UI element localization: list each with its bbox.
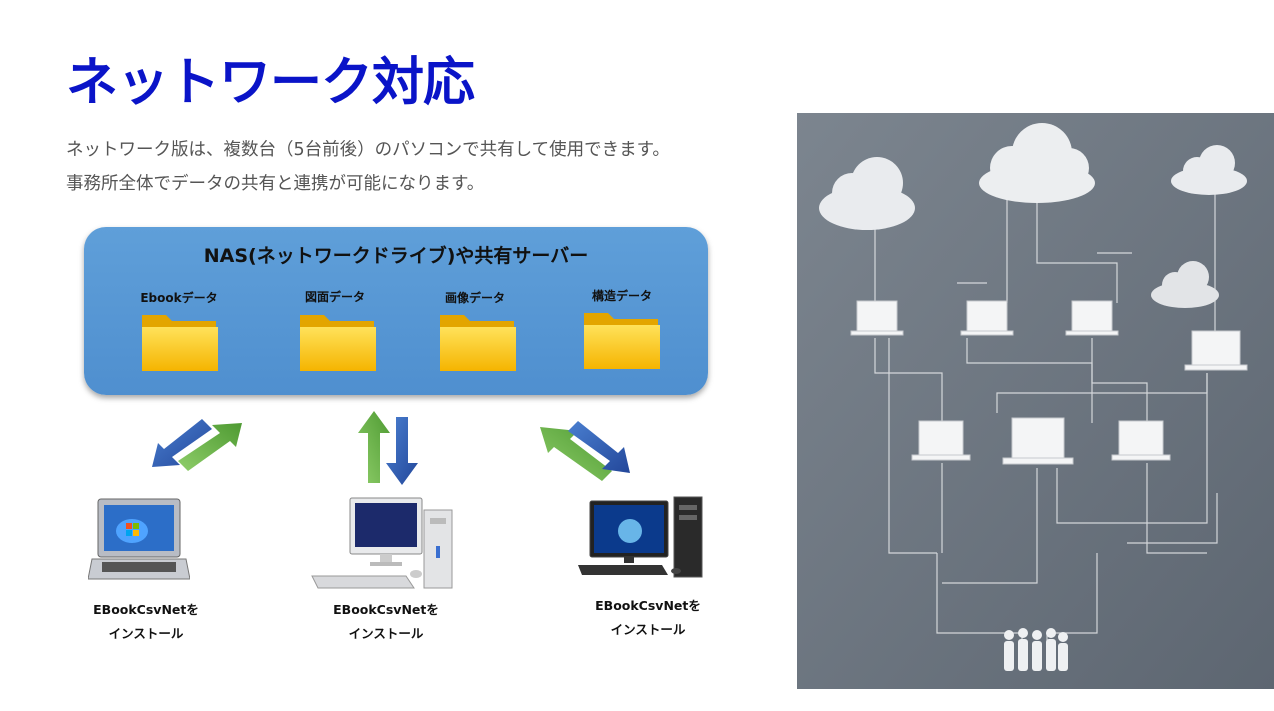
folder-icon[interactable] — [140, 309, 220, 375]
arrow-down-left-icon — [152, 419, 212, 467]
folder-label-image: 画像データ — [444, 291, 505, 305]
laptop-icon — [850, 300, 904, 336]
description-line-1: ネットワーク版は、複数台（5台前後）のパソコンで共有して使用できます。 — [66, 140, 670, 160]
client-install-text: インストール — [348, 626, 424, 641]
cloud-icon — [819, 157, 915, 230]
people-group-icon — [1004, 628, 1068, 671]
folder-icon[interactable] — [582, 307, 662, 373]
arrow-up-icon — [358, 411, 390, 483]
laptop-icon — [1111, 420, 1171, 461]
laptop-icon — [960, 300, 1014, 336]
cloud-icon — [1151, 261, 1219, 308]
client-install-text: インストール — [108, 626, 184, 641]
cloud-icon — [979, 123, 1095, 203]
laptop-icon — [1002, 417, 1074, 465]
client-software-name: EBookCsvNetを — [93, 602, 199, 617]
folder-icon[interactable] — [298, 309, 378, 375]
arrow-up-right-icon — [178, 423, 242, 471]
client-label-laptop: EBookCsvNetを インストール — [56, 598, 236, 646]
laptop-icon — [1184, 330, 1248, 371]
client-label-desktop: EBookCsvNetを インストール — [296, 598, 476, 646]
page-title: ネットワーク対応 — [66, 53, 475, 113]
client-software-name: EBookCsvNetを — [333, 602, 439, 617]
arrow-down-right-icon — [568, 421, 630, 473]
laptop-icon — [1065, 300, 1119, 336]
client-install-text: インストール — [610, 622, 686, 637]
arrow-down-icon — [386, 417, 418, 485]
cloud-icon — [1171, 145, 1247, 195]
laptop-icon[interactable] — [88, 497, 190, 585]
description-line-2: 事務所全体でデータの共有と連携が可能になります。 — [66, 174, 485, 194]
folder-label-ebook: Ebookデータ — [140, 291, 218, 305]
client-software-name: EBookCsvNetを — [595, 598, 701, 613]
laptop-icon — [911, 420, 971, 461]
nas-title: NAS(ネットワークドライブ)や共有サーバー — [203, 245, 589, 267]
desktop-computer-icon[interactable] — [310, 496, 460, 592]
desktop-computer-icon[interactable] — [576, 495, 706, 581]
folder-label-structure: 構造データ — [591, 289, 652, 303]
folder-label-drawing: 図面データ — [304, 290, 365, 304]
nas-shared-server-box: NAS(ネットワークドライブ)や共有サーバー Ebookデータ 図面データ 画像… — [84, 227, 708, 395]
network-illustration — [797, 113, 1274, 689]
client-label-workstation: EBookCsvNetを インストール — [558, 594, 738, 642]
sync-arrows — [152, 411, 630, 485]
arrow-up-left-icon — [540, 427, 612, 481]
folder-icon[interactable] — [438, 309, 518, 375]
